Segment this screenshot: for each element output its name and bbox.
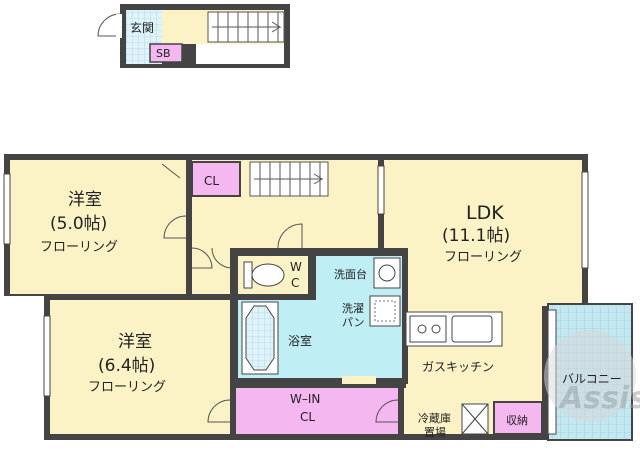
- west-bottom-room-name: 洋室: [118, 332, 152, 352]
- storage-closet: [493, 401, 543, 435]
- toilet-label-w: W: [290, 260, 302, 274]
- closet-cl-label: CL: [204, 174, 220, 188]
- fridge-label-2: 置場: [424, 426, 446, 439]
- bathroom-label: 浴室: [288, 334, 313, 348]
- ldk-size: (11.1帖): [442, 226, 511, 246]
- toilet-fixture: [243, 261, 285, 289]
- west-top-room-size: (5.0帖): [50, 214, 108, 234]
- west-top-room-floor: フローリング: [40, 240, 119, 255]
- west-bottom-room-size: (6.4帖): [98, 356, 156, 376]
- washbasin-fixture: [373, 257, 401, 289]
- toilet-label-c: C: [291, 276, 300, 290]
- stairs-main: [249, 161, 329, 197]
- kitchen-label: ガスキッチン: [422, 360, 495, 374]
- shoe-box-label: SB: [156, 47, 171, 60]
- west-bottom-room-floor: [50, 300, 232, 434]
- windows: [3, 165, 589, 397]
- doors: [161, 163, 399, 423]
- walk-in-label-2: CL: [300, 410, 316, 424]
- balcony-label: バルコニー: [562, 372, 622, 386]
- bathtub: [241, 301, 279, 375]
- watermark-logo: Assist: [544, 330, 640, 422]
- ldk-name: LDK: [466, 202, 504, 224]
- west-bottom-room-floor: フローリング: [88, 380, 167, 395]
- kitchen-counter: [405, 311, 503, 347]
- fridge-label-1: 冷蔵庫: [418, 412, 451, 425]
- shoe-box: [149, 43, 183, 63]
- walk-in-label-1: W–IN: [290, 392, 321, 406]
- walk-in-closet: [236, 388, 398, 434]
- ldk-floor: フローリング: [444, 250, 523, 265]
- ldk-floor: [384, 160, 582, 306]
- closet-cl: [191, 161, 241, 197]
- watermark-text: Assist: [558, 381, 640, 416]
- storage-label: 収納: [506, 414, 528, 427]
- washbasin-label: 洗面台: [334, 268, 367, 281]
- stairs-top: [207, 11, 285, 43]
- laundry-pan: [369, 295, 401, 327]
- west-top-room-name: 洋室: [68, 190, 102, 210]
- laundry-label-1: 洗濯: [342, 302, 364, 315]
- entrance-label: 玄関: [130, 21, 155, 35]
- laundry-label-2: パン: [342, 316, 365, 329]
- entrance-plan: [97, 4, 290, 68]
- west-top-room-floor: [10, 160, 186, 294]
